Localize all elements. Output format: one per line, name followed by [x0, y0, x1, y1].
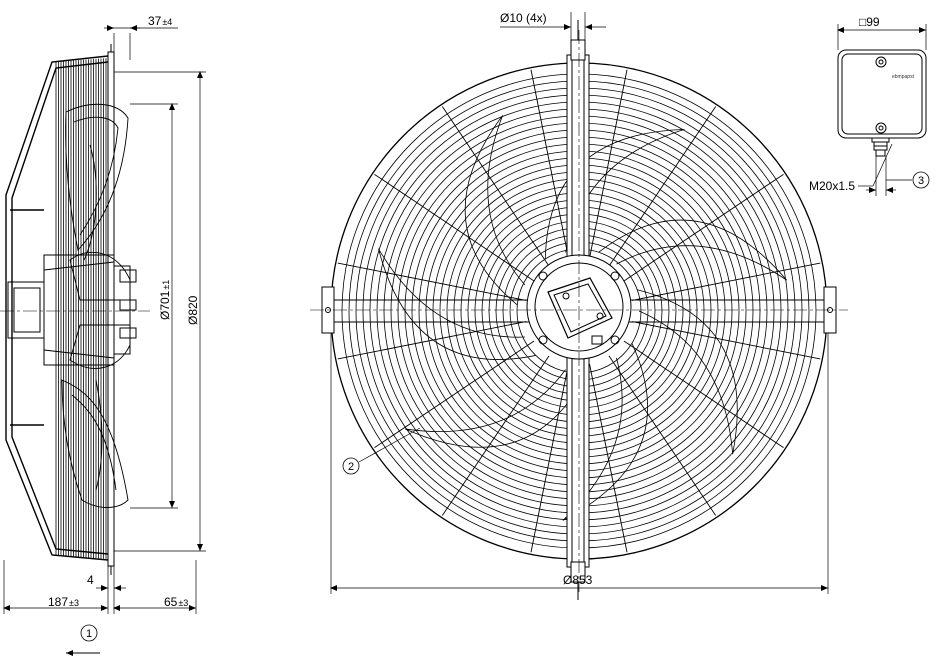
guard-spoke	[608, 355, 717, 516]
dim-hole-spec: Ø10 (4x)	[500, 11, 547, 25]
dim-outer-diameter: Ø820	[186, 295, 200, 325]
front-guard-spokes	[337, 69, 821, 553]
grille-callout: 2	[342, 427, 421, 475]
front-dimension-labels: Ø10 (4x) Ø853	[500, 11, 593, 587]
terminal-box-dimensions	[837, 24, 927, 196]
side-guard-frame	[5, 55, 109, 561]
terminal-box-logo: ebmpapst	[892, 74, 915, 80]
terminal-box	[837, 49, 927, 157]
front-dimensions	[330, 12, 829, 594]
side-view	[0, 44, 150, 575]
blade-outline	[405, 369, 588, 448]
dim-hub-depth: 65±3	[164, 595, 188, 609]
blade-outline	[598, 219, 788, 281]
guard-spoke	[337, 262, 527, 301]
blade-outline	[378, 248, 536, 360]
dim-cable-gland: M20x1.5	[809, 179, 855, 193]
guard-spoke	[589, 363, 628, 553]
front-view	[310, 20, 848, 600]
guard-spoke	[530, 69, 569, 259]
blade-outline	[464, 115, 526, 306]
side-dimensions	[3, 25, 206, 614]
guard-spoke	[608, 106, 717, 267]
side-guard-rings	[55, 58, 107, 559]
airflow-callout: 1	[66, 624, 100, 656]
guard-spoke	[337, 321, 527, 360]
guard-spoke	[631, 321, 821, 360]
guard-spoke	[623, 173, 784, 282]
svg-text:1: 1	[86, 628, 92, 640]
blade-outline	[562, 343, 648, 521]
dim-grille-diameter: Ø853	[563, 573, 593, 587]
dim-box-size: □99	[859, 15, 880, 29]
dim-top-offset: 37±4	[148, 14, 172, 28]
svg-text:2: 2	[348, 461, 354, 473]
guard-spoke	[589, 69, 628, 259]
guard-spoke	[441, 106, 550, 267]
guard-spoke	[374, 173, 535, 282]
guard-spoke	[623, 340, 784, 449]
guard-spoke	[374, 340, 535, 449]
blade-outline	[637, 289, 738, 455]
side-dimension-labels: 37±4 Ø701±1 Ø820 4 187±3 65±3	[48, 14, 200, 609]
side-motor	[7, 254, 137, 366]
gland-callout: 3	[918, 175, 924, 187]
side-flange	[107, 44, 115, 575]
terminal-box-labels: □99 M20x1.5 3	[809, 15, 930, 193]
dim-depth: 187±3	[48, 595, 79, 609]
dim-small-offset: 4	[87, 573, 94, 587]
guard-spoke	[530, 363, 569, 553]
guard-spoke	[441, 355, 550, 516]
guard-spoke	[631, 262, 821, 301]
dim-inner-diameter: Ø701±1	[158, 280, 172, 320]
